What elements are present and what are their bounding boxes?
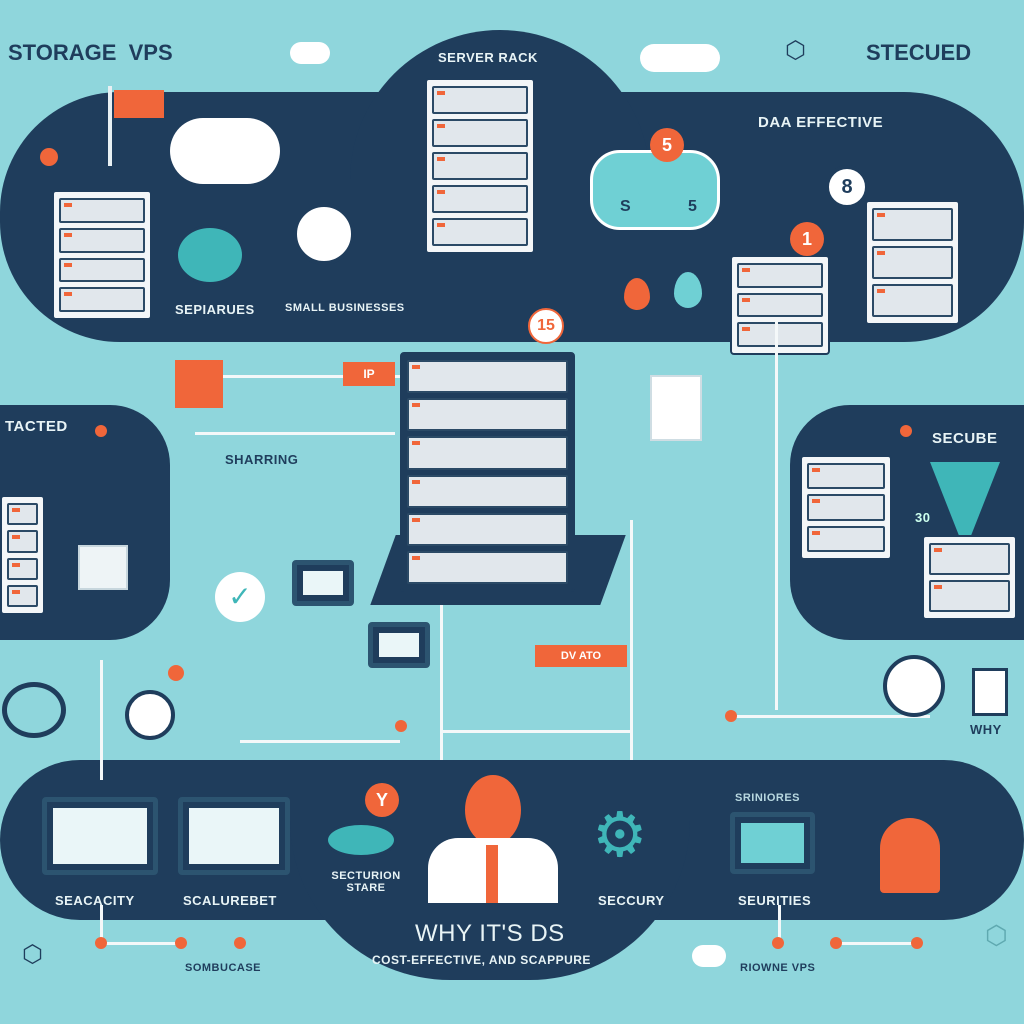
cloud-icon: [692, 945, 726, 967]
connector-line: [440, 730, 630, 733]
server-rack-small: [52, 190, 152, 320]
connector-line: [836, 942, 916, 945]
globe-icon: [175, 225, 245, 285]
data-effective-label: DAA EFFECTIVE: [758, 114, 884, 131]
tie-icon: [486, 845, 498, 903]
server-rack-secure-2: [922, 535, 1017, 620]
scalability-label: SCALUREBET: [183, 893, 277, 908]
sharing-label: SHARRING: [225, 452, 299, 467]
orange-box-badge: 15: [528, 308, 564, 344]
dv-ato-tag: DV ATO: [535, 645, 627, 667]
network-icon: ⬡: [785, 37, 806, 64]
refresh-icon: [2, 682, 66, 738]
connector-line: [100, 660, 103, 780]
connector-line: [778, 905, 781, 943]
right-caption: RIOWNE VPS: [740, 962, 816, 974]
server-rack-label: SERVER RACK: [438, 50, 538, 65]
drop-icon: [624, 278, 650, 310]
why-label: WHY: [970, 722, 1002, 737]
small-businesses-label: SMALL BUSINESSES: [285, 302, 405, 314]
envelope-icon: [175, 360, 223, 408]
storage-vps-title: STORAGE VPS: [8, 40, 173, 65]
cloud-v-icon: [170, 118, 280, 184]
server-number-badge: 1: [790, 222, 824, 256]
server-rack-secure: [800, 455, 892, 560]
flag-icon: [108, 86, 112, 166]
cloud-icon: [640, 44, 720, 72]
people-icon: [880, 818, 940, 893]
cube-icon: [78, 545, 128, 590]
server-rack-main-top: [425, 78, 535, 254]
drop-icon: [674, 272, 702, 308]
connector-dot: [95, 937, 107, 949]
clock-icon: [293, 203, 355, 265]
connector-dot: [234, 937, 246, 949]
secured-title: STECUED: [866, 40, 972, 65]
capacity-label: SEACACITY: [55, 893, 135, 908]
clipboard-icon: [972, 668, 1008, 716]
node-dot: [40, 148, 58, 166]
connector-dot: [772, 937, 784, 949]
connector-line: [730, 715, 930, 718]
clock-icon: [125, 690, 175, 740]
secube-label: SECUBE: [932, 430, 998, 447]
cloud-icon: [290, 42, 330, 64]
security-label: SECCURY: [598, 893, 665, 908]
drop-number: 8: [841, 175, 853, 198]
connector-dot: [900, 425, 912, 437]
connector-line: [630, 520, 633, 760]
cloud-text: S: [620, 198, 632, 215]
connector-dot: [95, 425, 107, 437]
checkmark-icon: ✓: [215, 572, 265, 622]
connector-line: [100, 905, 103, 943]
connector-line: [440, 600, 443, 760]
document-icon: [650, 375, 702, 441]
cloud-number: 5: [688, 198, 698, 215]
capacity-monitor: [42, 797, 158, 875]
network-icon: ⬡: [22, 941, 43, 968]
network-icon: ⬡: [985, 920, 1008, 950]
gear-icon: ⚙: [592, 801, 648, 870]
play-monitor: [730, 812, 815, 874]
secube-number: 30: [915, 510, 931, 525]
subtitle: COST-EFFECTIVE, AND SCAPPURE: [372, 953, 591, 967]
connector-line: [775, 320, 778, 710]
storage-disk-icon: [325, 822, 397, 858]
main-title: WHY IT'S DS: [415, 920, 565, 947]
cloud-number-badge: 5: [650, 128, 684, 162]
tacted-label: TACTED: [5, 418, 68, 435]
connector-line: [195, 375, 415, 378]
securities-label: SEURITIES: [738, 893, 812, 908]
sriniores-label: SRINIORES: [735, 792, 801, 804]
flag-banner: [114, 90, 164, 118]
cloud-storage-icon: [590, 150, 720, 230]
storage-label: SECTURION STARE: [331, 870, 401, 894]
person-head-icon: [465, 775, 521, 845]
connector-dot: [395, 720, 407, 732]
connector-dot: [168, 665, 184, 681]
connector-dot: [830, 937, 842, 949]
connector-dot: [175, 937, 187, 949]
server-rack-main: [400, 352, 575, 592]
chart-monitor-icon: [368, 622, 430, 668]
server-rack-right: [730, 255, 830, 355]
clock-icon: [883, 655, 945, 717]
number-circle: 8: [825, 165, 869, 209]
connector-dot: [725, 710, 737, 722]
left-caption: SOMBUCASE: [185, 962, 262, 974]
connector-line: [195, 432, 395, 435]
chart-monitor-icon: [292, 560, 354, 606]
connector-line: [240, 740, 400, 743]
y-badge: Y: [365, 783, 399, 817]
server-rack-left: [0, 495, 45, 615]
separates-label: SEPIARUES: [175, 302, 255, 317]
server-rack-tall: [865, 200, 960, 325]
connector-line: [100, 942, 180, 945]
ip-tag: IP: [343, 362, 395, 386]
scalability-monitor: [178, 797, 290, 875]
connector-dot: [911, 937, 923, 949]
